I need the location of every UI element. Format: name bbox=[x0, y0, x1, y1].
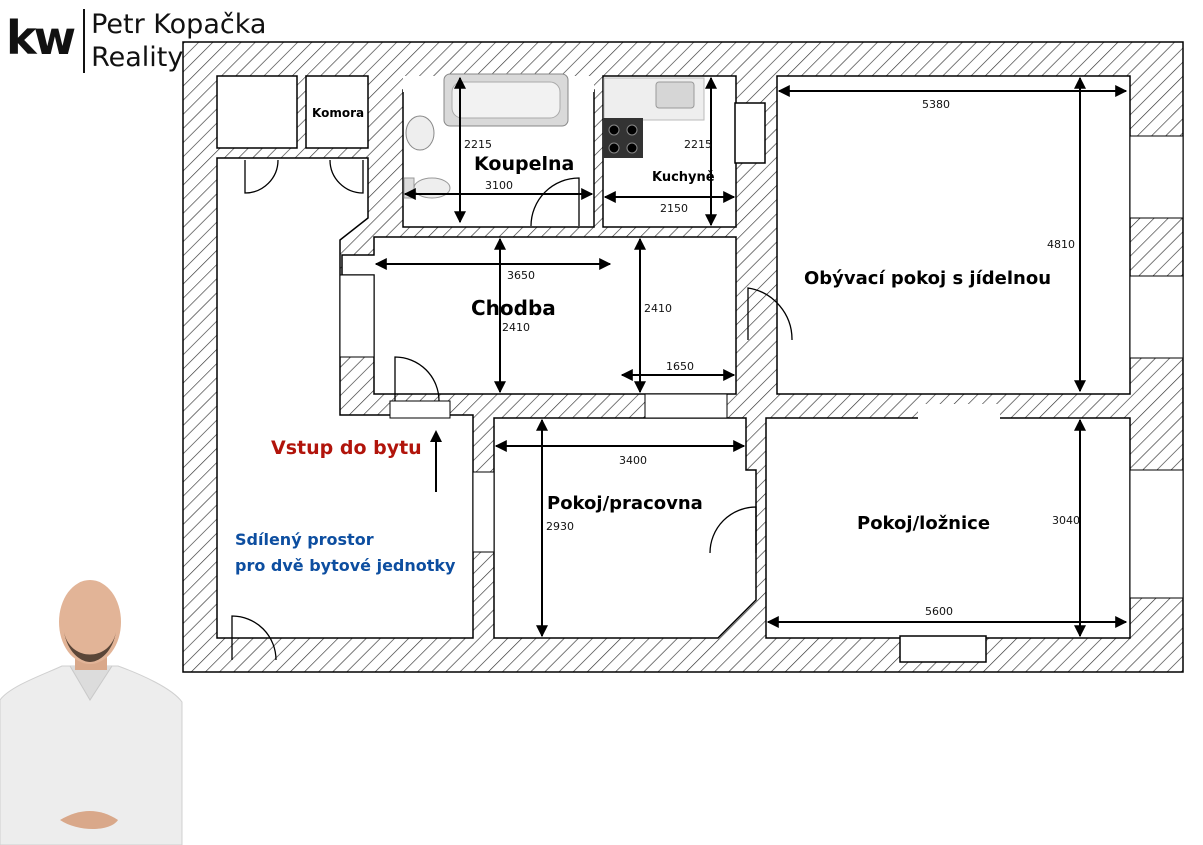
room-label-koupelna: Koupelna bbox=[474, 153, 574, 175]
room-label-chodba: Chodba bbox=[471, 296, 556, 320]
door-swing-icon bbox=[394, 356, 440, 402]
room-label-komora: Komora bbox=[312, 106, 364, 120]
window bbox=[1129, 469, 1184, 599]
shared-space-line2: pro dvě bytové jednotky bbox=[235, 556, 456, 575]
kitchen-sink-icon bbox=[655, 81, 695, 109]
door-swing-icon bbox=[709, 506, 757, 554]
kw-logo: kw bbox=[6, 11, 76, 65]
dim-chodba2-w: 1650 bbox=[666, 360, 694, 373]
dim-chodba-h: 2410 bbox=[502, 321, 530, 334]
entrance-arrow-icon bbox=[430, 430, 442, 492]
dim-pracovna-w: 3400 bbox=[619, 454, 647, 467]
brand-name: Petr Kopačka Reality bbox=[91, 8, 266, 74]
dim-obyvaci-w: 5380 bbox=[922, 98, 950, 111]
brand-separator bbox=[83, 9, 86, 73]
door-swing-icon bbox=[329, 159, 364, 194]
room-kuchyne-niche bbox=[734, 102, 766, 164]
sink-icon bbox=[405, 115, 435, 151]
dim-loznice-w: 5600 bbox=[925, 605, 953, 618]
room-label-pracovna: Pokoj/pracovna bbox=[547, 493, 703, 514]
room-obyvaci bbox=[776, 75, 1131, 395]
entrance-label: Vstup do bytu bbox=[271, 437, 422, 459]
door-swing-icon bbox=[747, 287, 793, 341]
window bbox=[644, 393, 728, 419]
room-komora-left bbox=[216, 75, 298, 149]
room-label-kuchyne: Kuchyně bbox=[652, 170, 715, 185]
dim-obyvaci-h: 4810 bbox=[1047, 238, 1075, 251]
dim-kuchyne-w: 2150 bbox=[660, 202, 688, 215]
window bbox=[389, 400, 451, 419]
dim-chodba2-h: 2410 bbox=[644, 302, 672, 315]
dim-kuchyne-h: 2215 bbox=[684, 138, 712, 151]
window bbox=[1129, 275, 1184, 359]
window bbox=[472, 471, 495, 553]
room-loznice bbox=[765, 417, 1131, 639]
door-swing-icon bbox=[231, 615, 277, 661]
dim-loznice-h: 3040 bbox=[1052, 514, 1080, 527]
dim-pracovna-h: 2930 bbox=[546, 520, 574, 533]
brand-name-line1: Petr Kopačka bbox=[91, 9, 267, 40]
stove-icon bbox=[603, 118, 643, 158]
window bbox=[339, 274, 375, 358]
window bbox=[1129, 135, 1184, 219]
dim-koupelna-h: 2215 bbox=[464, 138, 492, 151]
door-swing-icon bbox=[244, 159, 279, 194]
room-label-obyvaci: Obývací pokoj s jídelnou bbox=[804, 268, 1051, 289]
agent-portrait bbox=[0, 580, 183, 845]
room-label-loznice: Pokoj/ložnice bbox=[857, 513, 990, 534]
dim-chodba-w: 3650 bbox=[507, 269, 535, 282]
bathtub-icon bbox=[443, 73, 569, 127]
dim-koupelna-w: 3100 bbox=[485, 179, 513, 192]
loznice-bay-bottom bbox=[899, 635, 987, 663]
shared-space-line1: Sdílený prostor bbox=[235, 530, 374, 549]
brand-logo: kw Petr Kopačka Reality bbox=[6, 6, 266, 76]
brand-name-line2: Reality bbox=[91, 42, 184, 73]
room-shared bbox=[216, 157, 474, 639]
room-komora bbox=[305, 75, 369, 149]
loznice-bay-top bbox=[918, 404, 1000, 420]
